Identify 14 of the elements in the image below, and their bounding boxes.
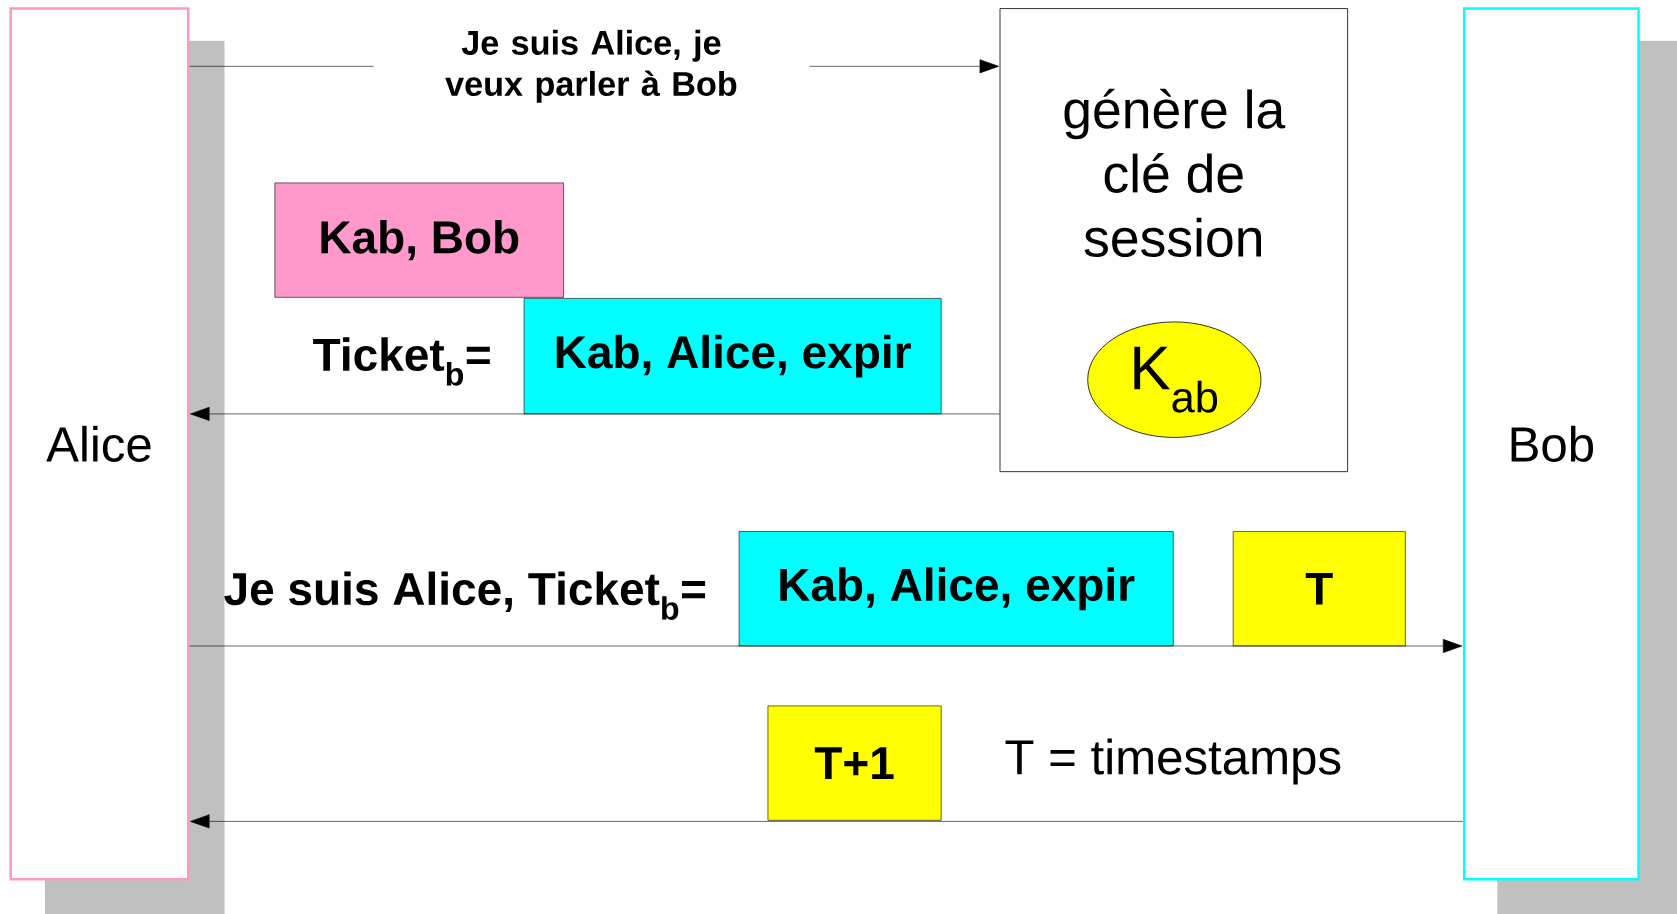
arrow xyxy=(190,814,1464,829)
participant-box: Alice xyxy=(9,7,225,914)
message-label: T = timestamps xyxy=(1005,738,1341,785)
message-box: Kab, Alice, expir xyxy=(738,531,1174,647)
participant-box: Bob xyxy=(1462,7,1677,914)
message-box: Kab, Bob xyxy=(274,182,564,298)
edge-label: Je suis Alice, je veux parler à Bob xyxy=(373,25,810,107)
message-box: Kab, Alice, expir xyxy=(523,298,942,415)
message-label: Je suis Alice, Ticket$_{b}$= xyxy=(224,571,706,620)
message-box: T+1 xyxy=(767,705,942,821)
arrow xyxy=(189,639,1463,653)
arrow xyxy=(190,406,1000,421)
message-box: T xyxy=(1232,531,1406,647)
message-label: Ticket$_{b}$= xyxy=(313,337,490,386)
